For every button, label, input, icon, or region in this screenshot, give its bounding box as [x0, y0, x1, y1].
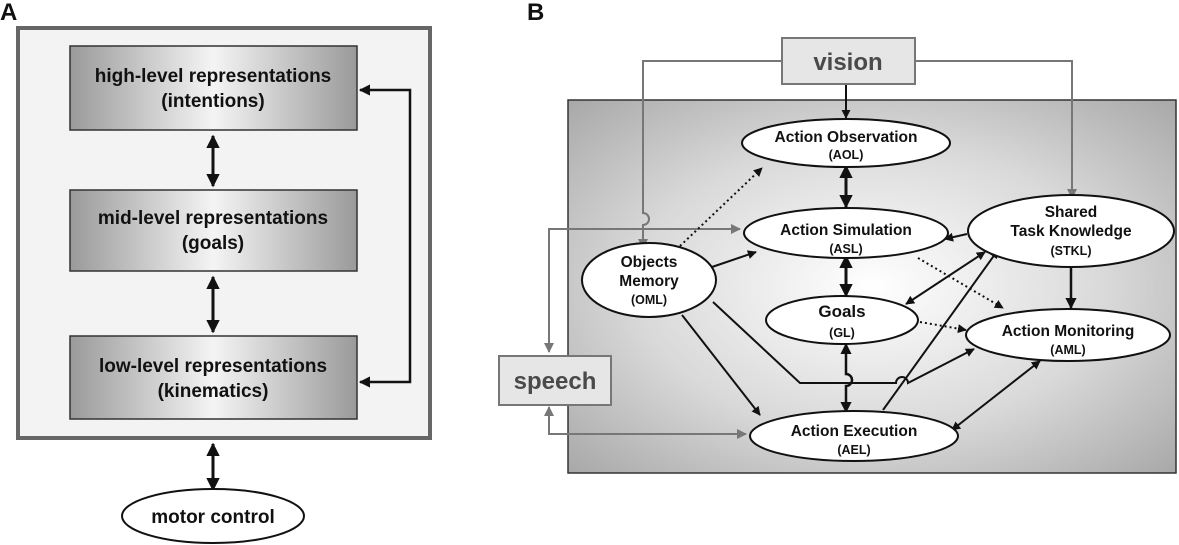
asl-title: Action Simulation: [780, 222, 912, 239]
aol-abbr: (AOL): [829, 148, 864, 162]
vision-box: vision: [781, 37, 916, 85]
arrow-oml-ael: [681, 314, 761, 416]
low-level-box: low-level representations (kinematics): [69, 335, 358, 420]
gl-abbr: (GL): [829, 326, 855, 340]
mid-level-box: mid-level representations (goals): [69, 189, 358, 272]
low-level-sublabel: (kinematics): [158, 381, 269, 402]
high-level-box: high-level representations (intentions): [69, 45, 358, 131]
oml-title-line2: Memory: [619, 273, 679, 290]
arrow-stkl-asl: [944, 232, 968, 242]
aml-title: Action Monitoring: [1002, 323, 1135, 340]
stkl-node: Shared Task Knowledge (STKL): [967, 194, 1175, 268]
arrow-vision-stkl: [915, 60, 1077, 199]
arrow-speech-ael: [544, 406, 747, 439]
arrow-speech-asl: [544, 224, 741, 353]
asl-abbr: (ASL): [829, 242, 862, 256]
mid-level-sublabel: (goals): [182, 233, 244, 254]
high-level-sublabel: (intentions): [161, 91, 264, 112]
oml-abbr: (OML): [631, 293, 667, 307]
vision-label: vision: [813, 49, 882, 76]
aol-title: Action Observation: [775, 129, 918, 146]
speech-label: speech: [514, 368, 597, 395]
stkl-abbr: (STKL): [1051, 244, 1092, 258]
arrow-high-low-loop: [358, 84, 412, 388]
motor-control-node: motor control: [121, 488, 305, 544]
asl-node: Action Simulation (ASL): [743, 207, 949, 259]
arrow-oml-asl: [711, 250, 757, 268]
arrow-oml-aml: [712, 301, 975, 385]
arrow-asl-aml-dotted: [917, 257, 1004, 309]
arrow-ael-stkl: [882, 249, 999, 411]
speech-box: speech: [498, 355, 612, 406]
ael-title: Action Execution: [791, 423, 918, 440]
ael-abbr: (AEL): [837, 443, 870, 457]
aol-node: Action Observation (AOL): [741, 118, 951, 168]
ael-node: Action Execution (AEL): [749, 410, 959, 462]
gl-title: Goals: [818, 302, 865, 321]
oml-title-line1: Objects: [621, 254, 678, 271]
stkl-title-line1: Shared: [1045, 204, 1098, 221]
arrow-stkl-gl: [905, 251, 986, 305]
motor-control-label: motor control: [151, 507, 275, 528]
aml-node: Action Monitoring (AML): [965, 308, 1171, 362]
arrow-oml-aol-dotted: [679, 167, 763, 247]
arrow-aml-ael: [951, 360, 1041, 431]
oml-node: Objects Memory (OML): [581, 242, 717, 318]
panel-b-letter: B: [527, 0, 544, 26]
stkl-title-line2: Task Knowledge: [1010, 223, 1132, 240]
panel-a-letter: A: [0, 0, 17, 26]
mid-level-label: mid-level representations: [98, 208, 328, 229]
arrow-gl-ael: [840, 342, 854, 414]
aml-abbr: (AML): [1050, 343, 1085, 357]
low-level-label: low-level representations: [99, 356, 327, 377]
gl-node: Goals (GL): [765, 295, 919, 345]
high-level-label: high-level representations: [95, 66, 332, 87]
